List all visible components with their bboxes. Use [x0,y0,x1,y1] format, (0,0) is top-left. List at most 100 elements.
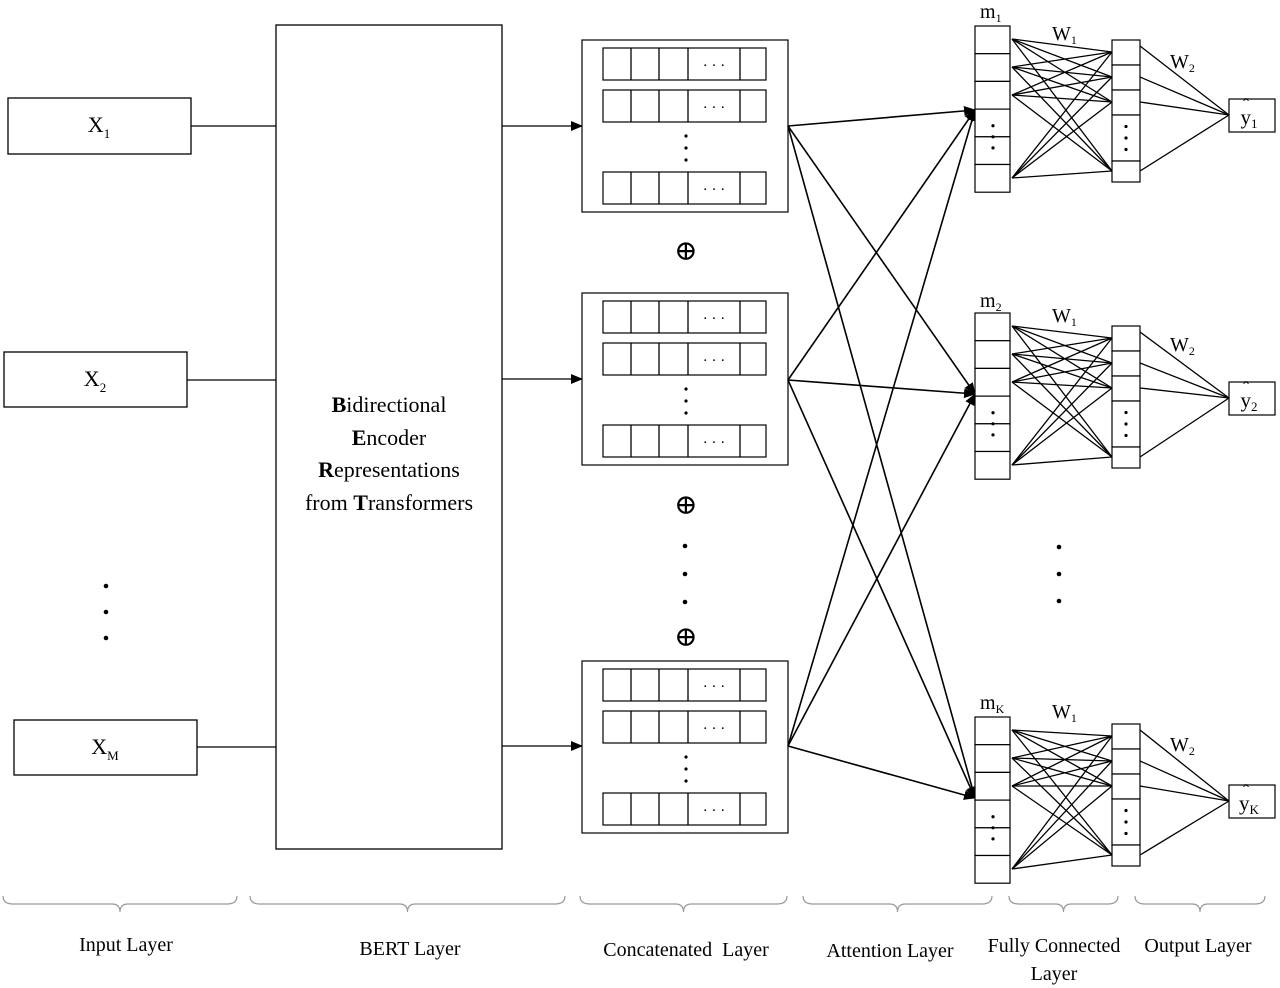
vector-cell [1111,844,1141,867]
w2-weight-line [1139,760,1230,802]
m-label-sub: 1 [996,11,1002,25]
w1-dense-connections [1011,729,1113,870]
fc-vector [1111,39,1141,183]
input-label: X2 [84,366,106,395]
w2-weight-line [1139,729,1230,802]
vector-cell [974,423,1011,453]
w1-weight-line [1011,760,1113,870]
vector-ellipsis-dot [1124,831,1128,836]
w1-weight-line [1011,456,1113,466]
vector-ellipsis-dot [1124,820,1128,824]
vector-ellipsis-dot [991,411,995,415]
w2-weight-line [1139,397,1230,458]
concat-block: · · ·· · ·· · · [581,660,789,834]
vector-cell [974,827,1011,857]
vector-cell [974,136,1011,166]
w2-connections [1139,729,1230,856]
bert-block: Bidirectional Encoder Representations fr… [275,24,503,850]
layer-braces [2,895,1266,913]
w1-weight-line [1011,38,1113,78]
w1-weight-line [1011,785,1113,856]
w1-label-base: W [1052,23,1071,45]
input-vertical-ellipsis [103,583,109,641]
output-hat: ˆ [1243,378,1249,398]
w2-connections [1139,331,1230,458]
w1-weight-line [1011,362,1113,466]
w1-label-sub: 1 [1071,315,1077,329]
w1-weight-line [1011,854,1113,870]
vector-cell [974,854,1011,884]
w1-weight-line [1011,94,1113,172]
w2-weight-line [1139,387,1230,399]
token-vector [602,792,767,826]
vector-cell [1111,773,1141,800]
input-box [13,719,198,776]
layer-label-fully-connected-2: Layer [1031,963,1078,985]
attention-connection [787,105,976,127]
attention-connection [787,379,976,399]
vector-cell [974,799,1011,829]
fc-vector [1111,723,1141,867]
bert-title-line: Representations [318,457,460,482]
layer-brace [2,895,238,913]
vector-cell [974,53,1011,83]
w1-weight-line [1011,38,1113,53]
vector-cell [1111,723,1141,750]
attention-connections [787,105,977,800]
output-label-sub: 1 [1251,116,1258,131]
token-vector-row: · · · [602,710,767,744]
token-vector-row: · · · [602,342,767,376]
layer-label-attention: Attention Layer [826,940,954,962]
row-ellipsis-dot [684,399,688,403]
vector-cell [974,163,1011,193]
vector-cell [1111,89,1141,116]
w1-weight-line [1011,325,1113,458]
vector-ellipsis-dot [1124,124,1128,129]
attention-vector-m [974,25,1011,193]
row-ellipsis-dot [684,411,688,415]
vector-ellipsis: · · · [703,353,726,369]
w1-weight-line [1011,101,1113,179]
concat-vertical-ellipsis [682,543,688,605]
row-ellipsis-dot [684,779,688,783]
output-hat: ˆ [1243,781,1249,801]
vector-ellipsis: · · · [703,58,726,74]
output-label: y1 [1241,105,1258,131]
vector-cell [974,312,1011,342]
oplus-symbol: ⊕ [674,236,697,267]
input-xm: XM [13,719,198,776]
w1-weight-line [1011,38,1113,103]
w1-weight-line [1011,381,1113,458]
vector-ellipsis-dot [991,146,995,150]
m-label-sub: 2 [996,300,1002,314]
w1-weight-line [1011,353,1113,364]
w1-weight-line [1011,325,1113,389]
vector-cell [1111,64,1141,91]
w2-weight-line [1139,331,1230,399]
w1-weight-line [1011,760,1113,787]
w1-dense-connections [1011,38,1113,179]
w1-weight-line [1011,735,1113,870]
output-label: y2 [1241,388,1258,414]
w1-weight-line [1011,38,1113,172]
vector-ellipsis-dot [1124,410,1128,415]
w1-weight-line [1011,785,1113,870]
layer-label-fully-connected: Fully Connected [988,935,1121,957]
w1-weight-line [1011,729,1113,856]
layer-brace [249,895,566,913]
m-label: mK [980,692,1005,716]
output-label-sub: K [1250,802,1260,817]
vector-ellipsis: · · · [703,679,726,695]
vector-ellipsis-dot [1124,433,1128,438]
output-box [1228,381,1276,416]
w2-label-base: W [1170,334,1189,356]
token-vector [602,710,767,744]
vector-cell [1111,375,1141,402]
w1-weight-line [1011,337,1113,383]
w2-weight-line [1139,76,1230,116]
m-label: m2 [980,290,1002,314]
m-label-base: m [980,290,996,312]
vector-cell [1111,446,1141,469]
token-vector-row: · · · [602,300,767,334]
heads-vertical-ellipsis [1056,544,1062,604]
